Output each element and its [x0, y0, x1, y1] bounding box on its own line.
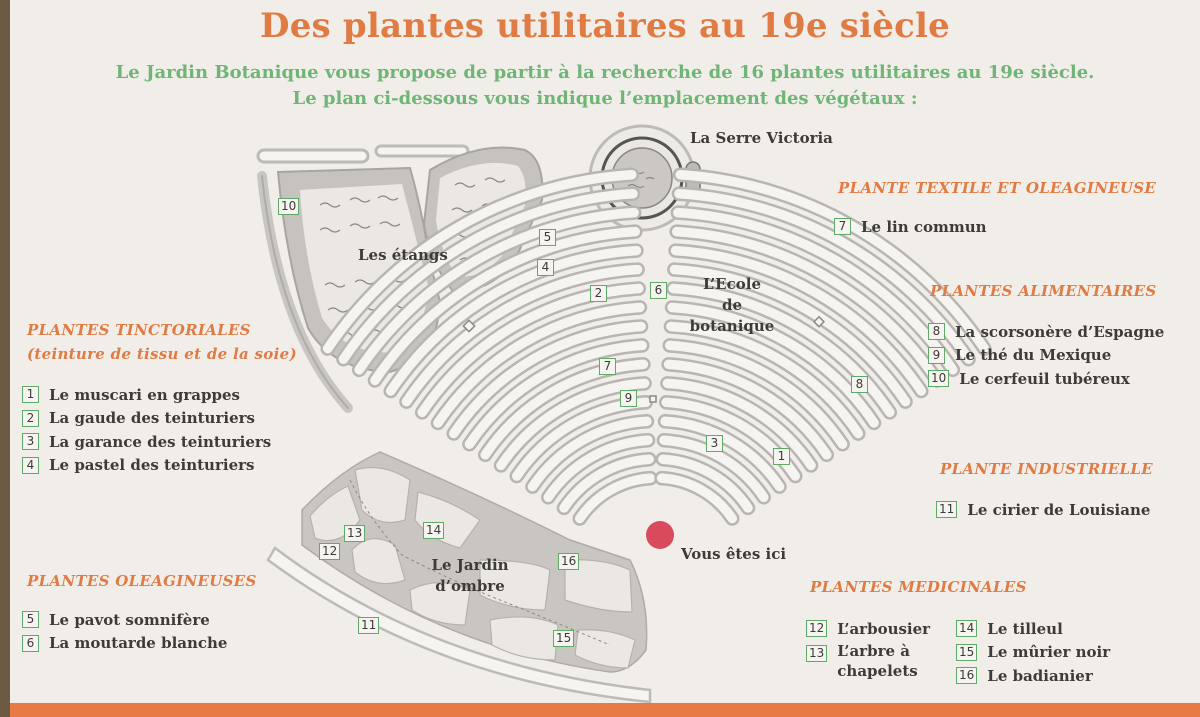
map-marker-6: 6: [650, 282, 667, 299]
ecole-label-1: L’Ecole: [703, 275, 761, 293]
bed-right: [661, 357, 835, 463]
bottom-band: [10, 703, 1200, 717]
bed-left: [478, 357, 651, 462]
bed-right: [663, 319, 866, 441]
ecole-label-2: de: [721, 296, 743, 314]
bed-left: [399, 262, 645, 409]
tinctoriales-subtitle: (teinture de tissu et de la soie): [27, 345, 297, 363]
bed-right: [668, 243, 929, 399]
map-marker-7: 7: [599, 358, 616, 375]
you-are-here-dot: [646, 521, 674, 549]
bed-left: [383, 243, 644, 399]
bed-right: [654, 470, 740, 526]
bed-left: [446, 319, 649, 441]
bed-left: [414, 281, 647, 420]
bed-left: [493, 376, 652, 473]
map-marker-15: 15: [553, 630, 575, 647]
intro-line-2: Le plan ci-dessous vous indique l’emplac…: [292, 88, 918, 109]
map-diamonds: [462, 315, 826, 403]
bed-left: [430, 300, 648, 431]
ecole-label-3: botanique: [689, 317, 775, 335]
bed-left: [367, 224, 643, 388]
map-marker-8: 8: [851, 376, 868, 393]
intro-line-1: Le Jardin Botanique vous propose de part…: [115, 62, 1095, 83]
you-are-here-label: Vous êtes ici: [681, 545, 787, 563]
map-marker-3: 3: [706, 435, 723, 452]
bed-right: [657, 414, 787, 494]
alimentaires-title: PLANTES ALIMENTAIRES: [930, 282, 1157, 300]
bed-right: [662, 338, 850, 452]
map-marker-4: 4: [537, 259, 554, 276]
bed-right: [664, 300, 882, 431]
jardin-label-1: Le Jardin: [431, 556, 509, 574]
oleagineuses-title: PLANTES OLEAGINEUSES: [27, 572, 257, 590]
map-marker-10: 10: [278, 198, 300, 215]
information-sign: Des plantes utilitaires au 19e siècle Le…: [10, 0, 1200, 717]
map-marker-9: 9: [620, 390, 637, 407]
bed-left: [572, 470, 658, 526]
bed-right: [660, 376, 819, 473]
map-marker-2: 2: [590, 285, 607, 302]
bed-right: [671, 186, 976, 367]
bed-left: [320, 167, 639, 356]
bed-left: [556, 451, 657, 516]
bed-right: [667, 262, 913, 409]
map-marker-13: 13: [344, 525, 366, 542]
sign-title: Des plantes utilitaires au 19e siècle: [260, 6, 950, 46]
map-marker-14: 14: [423, 522, 445, 539]
bed-left: [509, 395, 653, 484]
jardin-label-2: d’ombre: [435, 577, 505, 595]
etangs-label: Les étangs: [358, 246, 448, 264]
bed-right: [655, 451, 756, 516]
bed-right: [659, 395, 803, 484]
bed-left: [525, 414, 655, 494]
bed-left: [336, 186, 641, 367]
medicinales-title: PLANTES MEDICINALES: [810, 578, 1027, 596]
top-paths: [256, 144, 470, 164]
bed-left: [351, 205, 642, 378]
serre-victoria-label: La Serre Victoria: [690, 129, 833, 147]
tinctoriales-title: PLANTES TINCTORIALES: [27, 321, 251, 339]
industrielle-title: PLANTE INDUSTRIELLE: [940, 460, 1153, 478]
map-marker-12: 12: [319, 543, 341, 560]
map-marker-11: 11: [358, 617, 380, 634]
textile-title: PLANTE TEXTILE ET OLEAGINEUSE: [838, 179, 1157, 197]
map-marker-15-16: 16: [558, 553, 580, 570]
bed-right: [665, 281, 898, 420]
bed-left: [541, 433, 656, 505]
map-marker-5: 5: [539, 229, 556, 246]
bed-left: [462, 338, 650, 452]
map-marker-1: 1: [773, 448, 790, 465]
